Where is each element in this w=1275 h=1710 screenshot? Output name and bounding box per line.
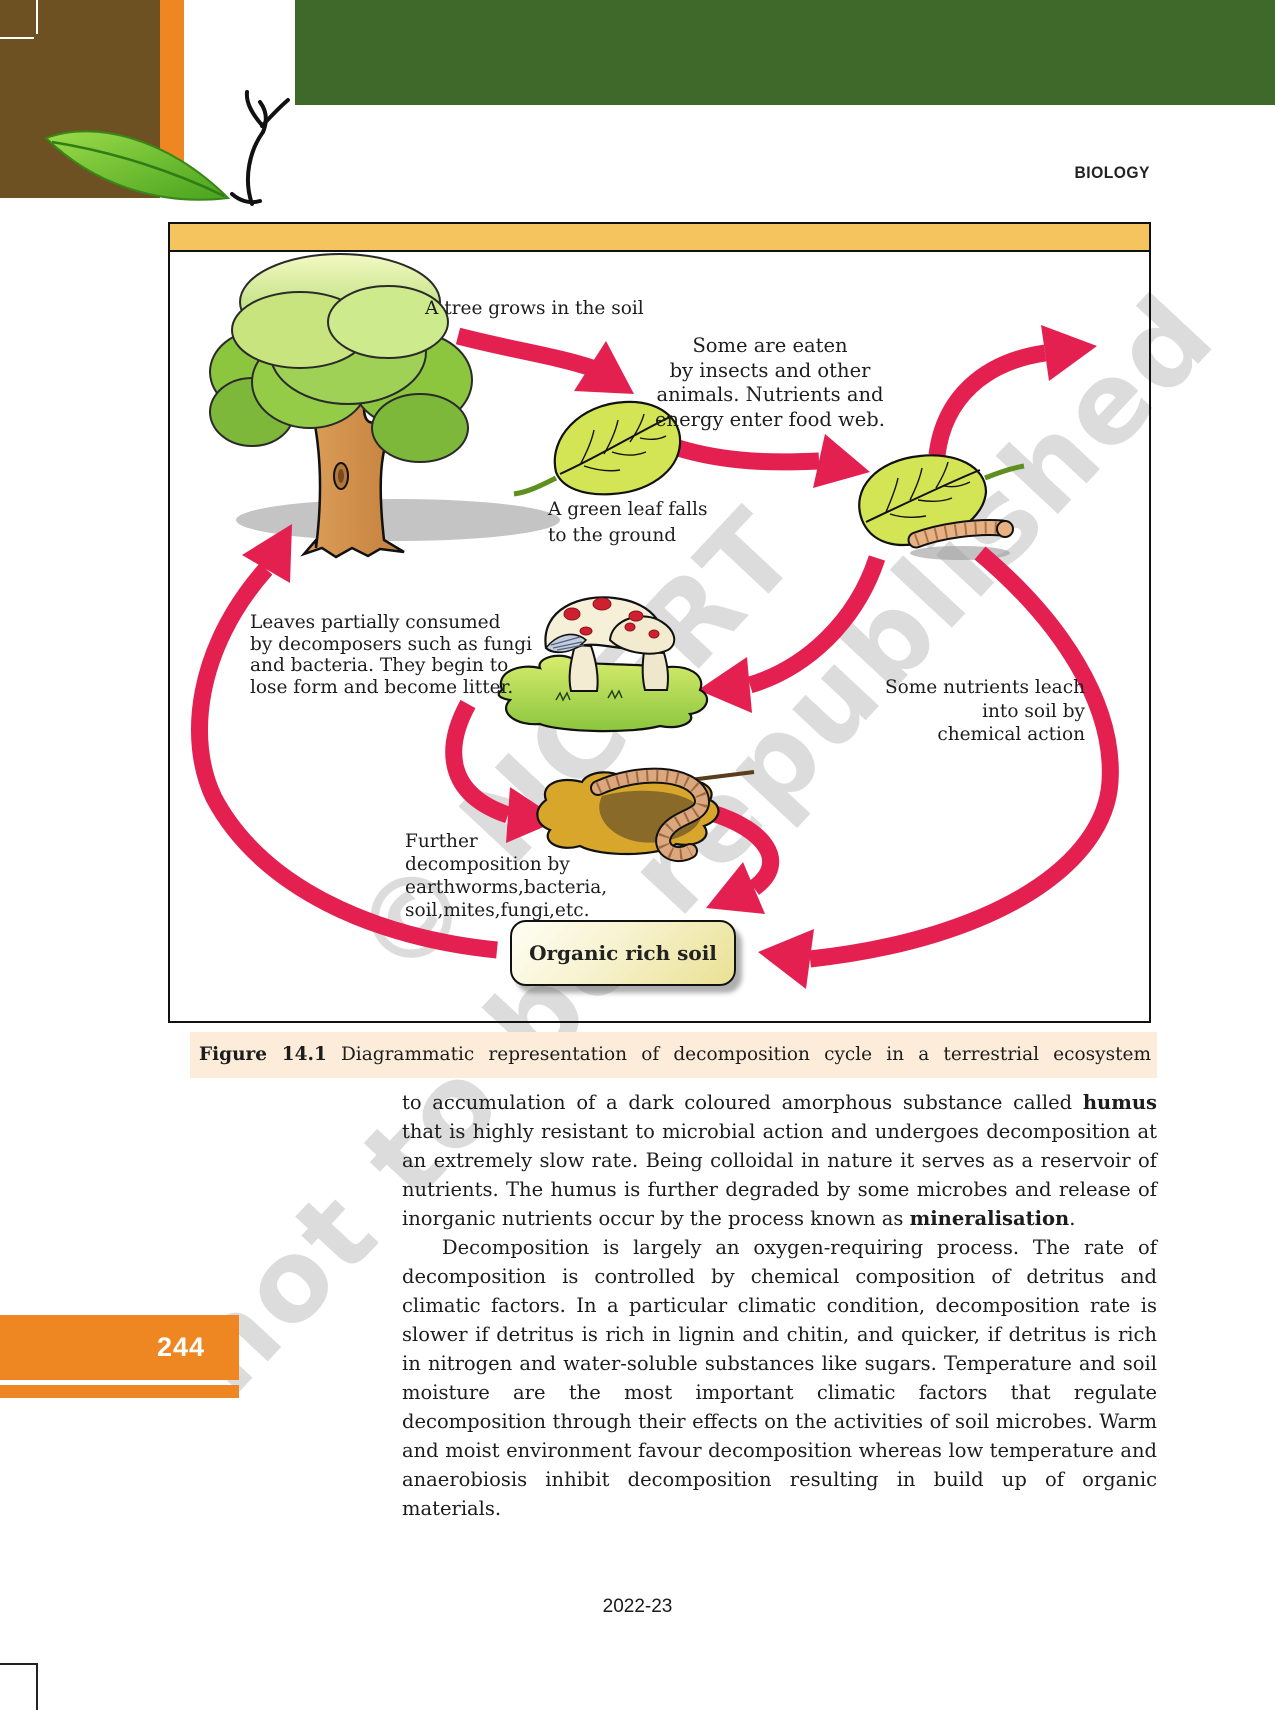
figure-caption-text: Figure 14.1 Diagrammatic representation … [199,1032,1151,1078]
paragraph-humus: to accumulation of a dark coloured amorp… [402,1091,1157,1230]
label-nutrients-leach: Some nutrients leach into soil by chemic… [855,676,1085,747]
label-line: into soil by [982,700,1085,722]
left-orange-strip [160,0,184,188]
figure-title-bar [170,224,1149,252]
crop-mark-vertical [36,0,38,34]
label-line: Further [405,831,478,852]
label-line: decomposition by [405,854,570,875]
left-brown-band [0,0,160,198]
label-line: energy enter food web. [655,407,885,431]
organic-rich-soil-label: Organic rich soil [529,941,717,965]
label-line: Some are eaten [692,334,848,357]
figure-caption: Figure 14.1 Diagrammatic representation … [190,1032,1157,1078]
page-number-badge: 244 [0,1315,239,1380]
label-line: Leaves partially consumed [250,612,501,633]
label-line: earthworms,bacteria, [405,877,608,898]
label-eaten-by-insects: Some are eaten by insects and other anim… [615,334,925,432]
label-line: by insects and other [669,358,871,382]
paragraph-decomposition-rate: Decomposition is largely an oxygen-requi… [402,1236,1157,1520]
label-line: A green leaf falls [548,499,708,520]
body-text: to accumulation of a dark coloured amorp… [402,1088,1157,1523]
label-line: soil,mites,fungi,etc. [405,900,590,921]
top-green-band [295,0,1275,105]
figure-caption-body: Diagrammatic representation of decomposi… [326,1044,1151,1065]
page-number-underline [0,1385,239,1398]
edition-footer: 2022-23 [602,1596,673,1617]
label-line: and bacteria. They begin to [250,655,509,676]
label-further-decomposition: Further decomposition by earthworms,bact… [405,830,607,922]
label-line: animals. Nutrients and [656,383,884,406]
dancer-logo-icon [230,90,290,206]
label-line: Some nutrients leach [884,677,1085,698]
label-tree-grows: A tree grows in the soil [425,298,644,319]
running-header: BIOLOGY [1074,163,1150,182]
label-line: chemical action [937,724,1085,745]
page-number: 244 [156,1332,205,1362]
corner-mark-vertical [36,1663,38,1710]
organic-rich-soil-box: Organic rich soil [510,920,736,986]
label-leaf-falls: A green leaf falls to the ground [548,497,707,549]
corner-mark-horizontal [0,1663,38,1665]
label-line: to the ground [548,525,677,546]
figure-frame [168,222,1151,1023]
figure-caption-number: Figure 14.1 [199,1044,327,1065]
label-decomposers: Leaves partially consumed by decomposers… [250,612,532,698]
label-line: lose form and become litter. [250,676,514,698]
label-line: by decomposers such as fungi [250,633,533,655]
crop-mark-horizontal [0,37,34,39]
